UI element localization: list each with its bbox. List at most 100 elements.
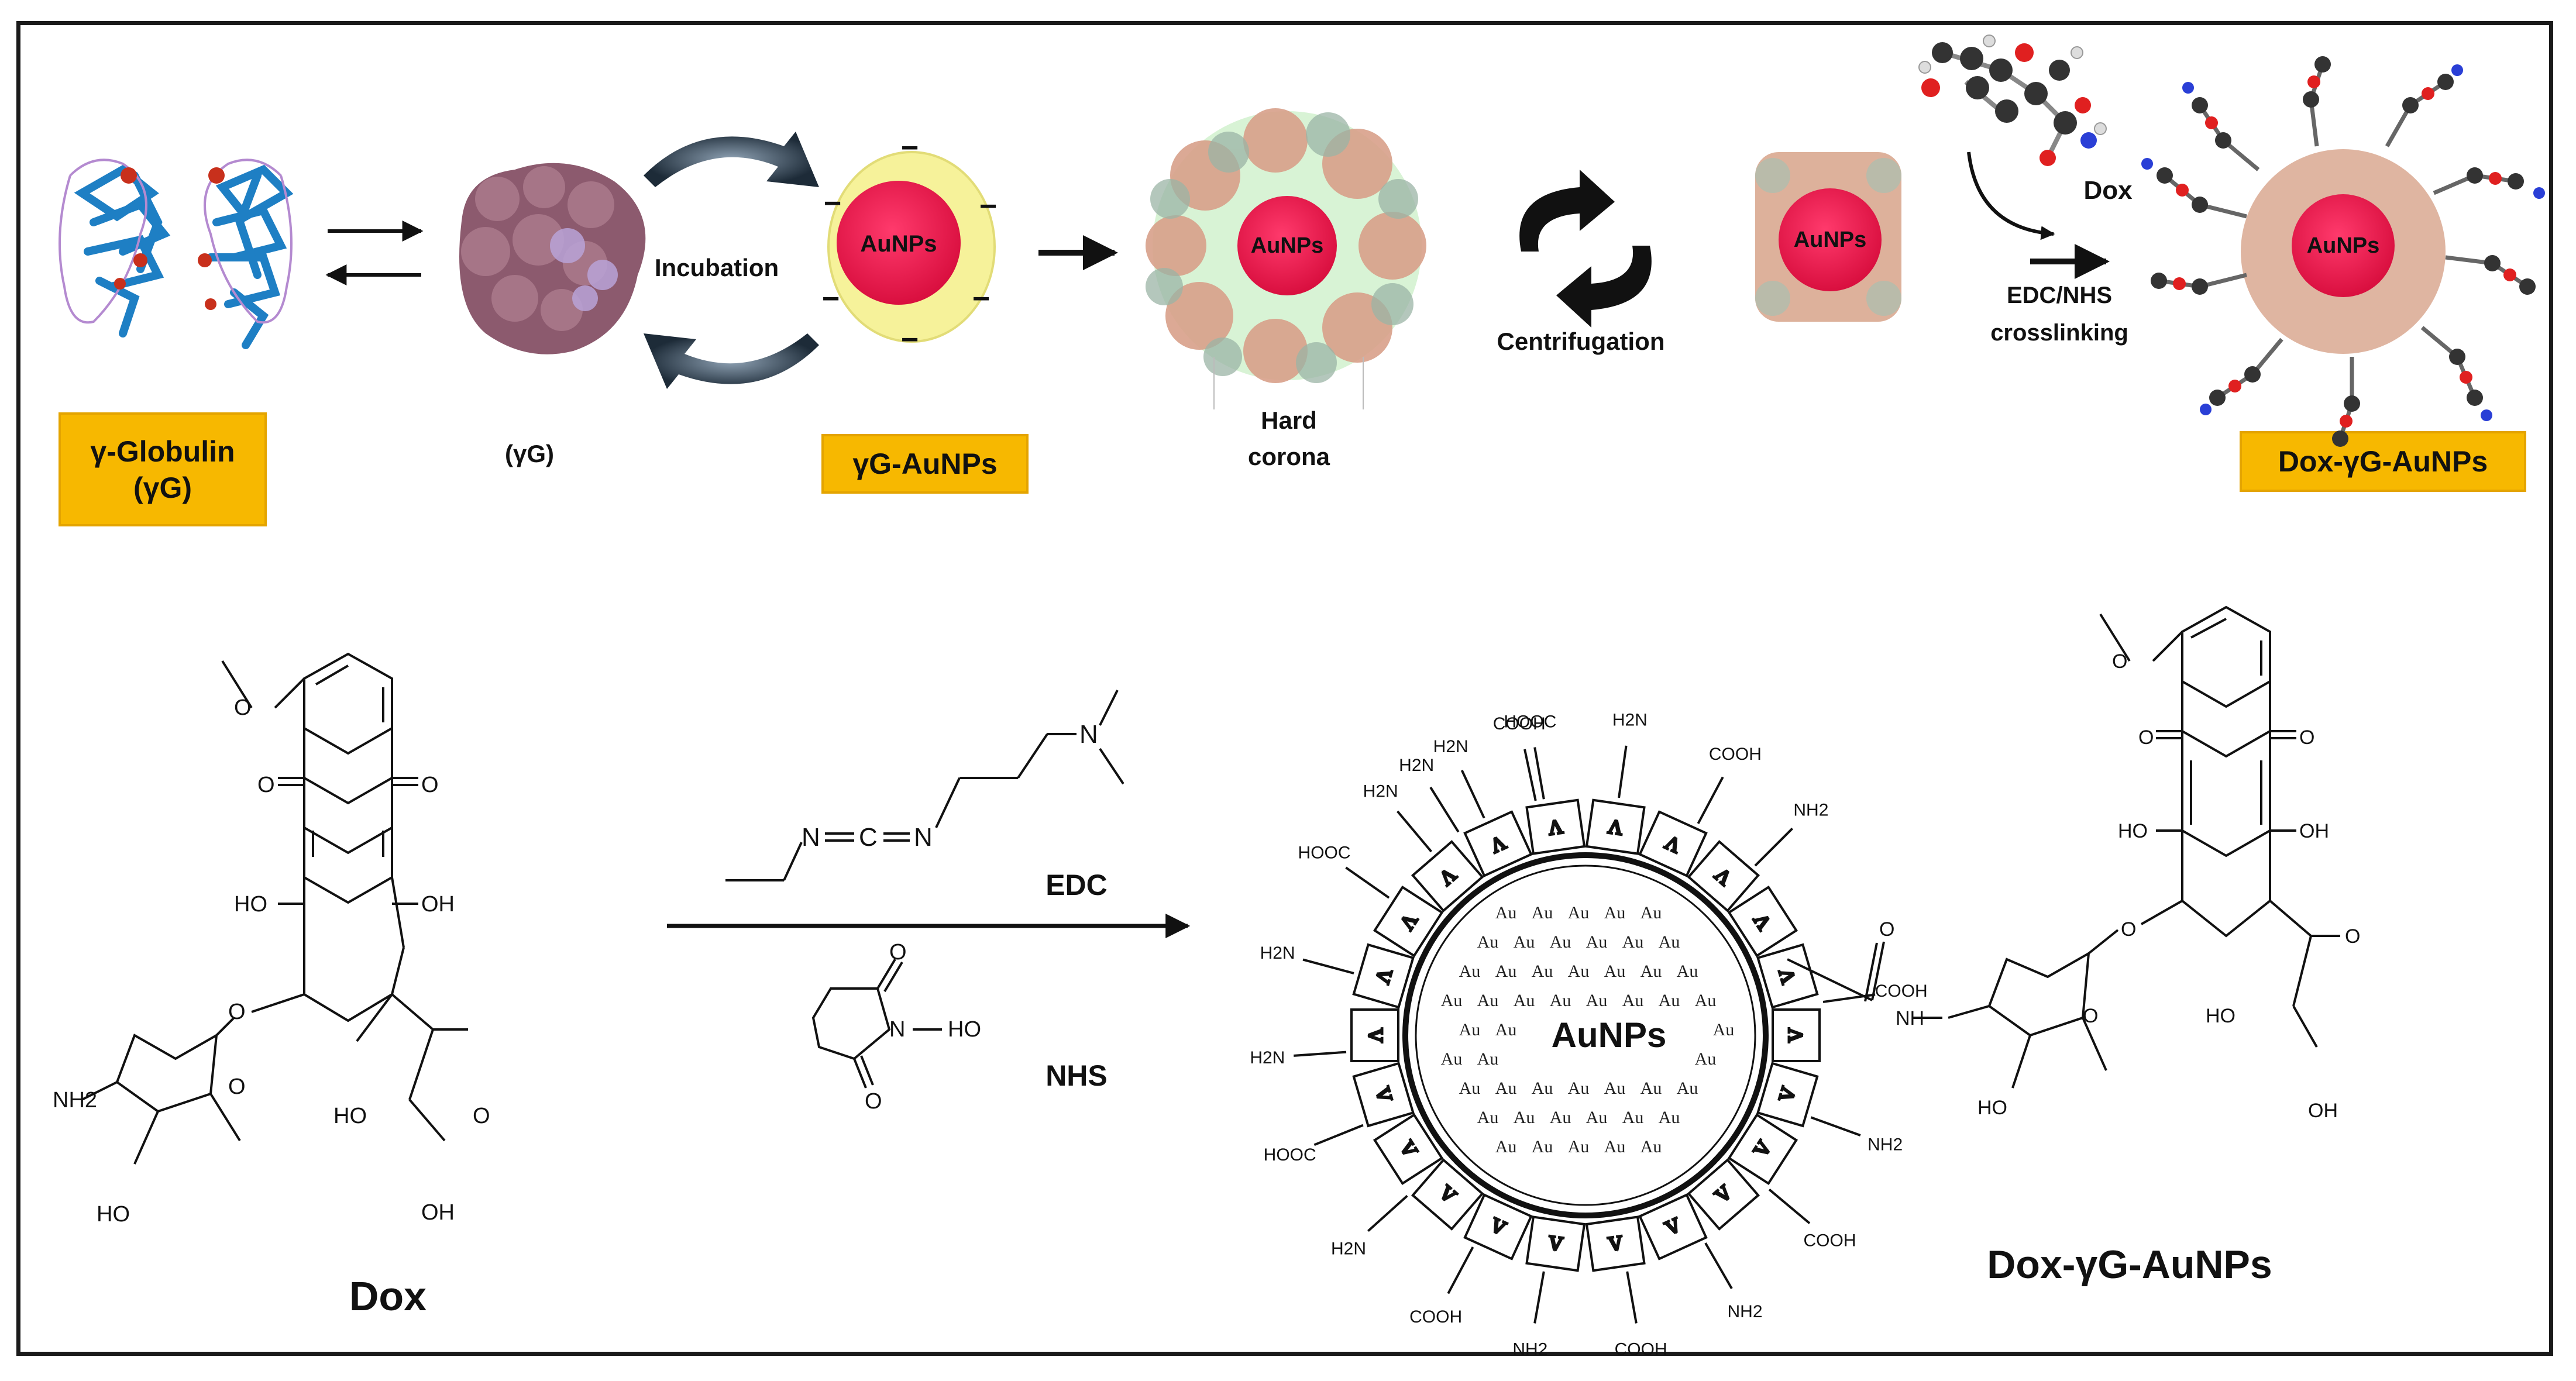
dox-side-o: O [473,1104,490,1128]
shell-square: Λ [1373,885,1444,958]
shell-square: Λ [1585,798,1646,855]
charge-sign: − [824,187,841,221]
dox-bottom-label: Dox [349,1273,427,1319]
amide-nh: NH [1896,1007,1924,1029]
au-atom: Au [1640,962,1662,981]
shell-square: Λ [1411,1158,1484,1231]
au-atom: Au [1514,932,1535,952]
au-atom: Au [1604,903,1626,922]
dox-addition-arrow [1967,151,2055,240]
shell-square: Λ [1373,1113,1444,1186]
ligand-bond [1447,1246,1474,1294]
nhs-o-bottom: O [865,1089,882,1114]
prod-o-quinone-right: O [2299,726,2314,749]
ligand-bond [1754,828,1793,867]
gamma-globulin-label: γ-Globulin (γG) [59,412,267,526]
incubation-label: Incubation [655,254,779,281]
au-atom: Au [1550,932,1571,952]
ligand-bond [1768,1189,1811,1224]
edc-nhs-line1: EDC/NHS [2007,283,2112,308]
yg-aunps-label: γG-AuNPs [821,434,1029,494]
ligand-bond [1523,749,1537,801]
dox-o-glycosidic: O [228,1000,246,1024]
au-atom: Au [1477,932,1499,952]
prod-side-ho: HO [2206,1005,2235,1027]
shell-square: Λ [1772,1008,1821,1062]
shell-square: Λ [1525,798,1586,855]
dox-o-quinone-right: O [421,773,439,797]
ligand-label: COOH [1709,745,1762,764]
au-atom: Au [1695,1049,1717,1069]
ligand-label: NH2 [1793,801,1828,820]
prod-ring-o: O [2083,1005,2098,1027]
prod-o-quinone-left: O [2138,726,2154,749]
dox-structure [81,652,468,1165]
ligand-label: H2N [1433,737,1468,756]
prod-o-methoxy: O [2112,650,2127,673]
purified-corona-particle: AuNPs [1755,152,1901,322]
au-atom: Au [1477,1108,1499,1127]
shell-square: Λ [1727,885,1798,958]
ligand-bond [1367,1194,1408,1232]
ligand-bond [1533,1271,1545,1324]
edc-c: C [859,823,878,852]
ligand-bond [1533,747,1545,800]
shell-square: Λ [1585,1215,1646,1272]
au-atom: Au [1514,991,1535,1010]
au-atom: Au [1477,1049,1499,1069]
hard-corona-line2: corona [1248,443,1330,470]
au-atom: Au [1659,932,1680,952]
au-atom: Au [1568,962,1590,981]
centrifugation-icon [1519,170,1652,328]
shell-square: Λ [1687,840,1760,912]
dox-o-quinone-left: O [257,773,275,797]
ligand-label: HOOC [1264,1145,1316,1165]
edc-n-left: N [802,823,820,852]
au-atom: Au [1677,962,1698,981]
charge-sign: − [972,282,990,316]
shell-square: Λ [1352,943,1415,1009]
ligand-bond [1626,1271,1638,1324]
ligand-label: H2N [1260,943,1295,963]
ligand-bond [1345,866,1390,899]
au-atom: Au [1568,1079,1590,1098]
prod-sugar-ho: HO [1977,1097,2007,1119]
nhs-o-top: O [889,940,907,965]
ligand-bond [1429,786,1460,833]
ligand-bond [1618,745,1628,798]
ligand-label: H2N [1612,710,1648,729]
au-atom: Au [1640,1079,1662,1098]
au-atom: Au [1459,962,1481,981]
shell-square: Λ [1525,1215,1586,1272]
edc-label: EDC [1045,869,1108,901]
edc-n-amine: N [1079,720,1098,749]
shell-square: Λ [1638,810,1708,877]
shell-square: Λ [1638,1193,1708,1261]
shell-square: Λ [1756,943,1819,1009]
ligand-label: COOH [1875,981,1928,1001]
edc-nhs-line2: crosslinking [1990,320,2128,346]
au-atom: Au [1514,1108,1535,1127]
centrifugation-label: Centrifugation [1497,328,1665,355]
ligand-bond [1313,1124,1364,1146]
au-atom: Au [1604,1079,1626,1098]
corona-core-label: AuNPs [1251,233,1324,258]
au-atom: Au [1495,1137,1517,1156]
aunps-core-label: AuNPs [860,231,937,257]
au-atom: Au [1568,1137,1590,1156]
au-atom: Au [1640,1137,1662,1156]
gamma-globulin-line1: γ-Globulin [90,435,235,468]
nhs-n: N [889,1017,905,1042]
product-bottom-label: Dox-γG-AuNPs [1987,1242,2272,1287]
equilibrium-arrows [325,221,424,285]
au-atom: Au [1550,991,1571,1010]
functionalized-core-label: AuNPs [1552,1015,1667,1055]
incubation-cycle-arrows [644,132,819,389]
au-atom: Au [1495,903,1517,922]
au-atom: Au [1695,991,1717,1010]
au-atom: Au [1441,1049,1463,1069]
au-atom: Au [1532,1079,1553,1098]
prod-side-o: O [2345,925,2360,948]
